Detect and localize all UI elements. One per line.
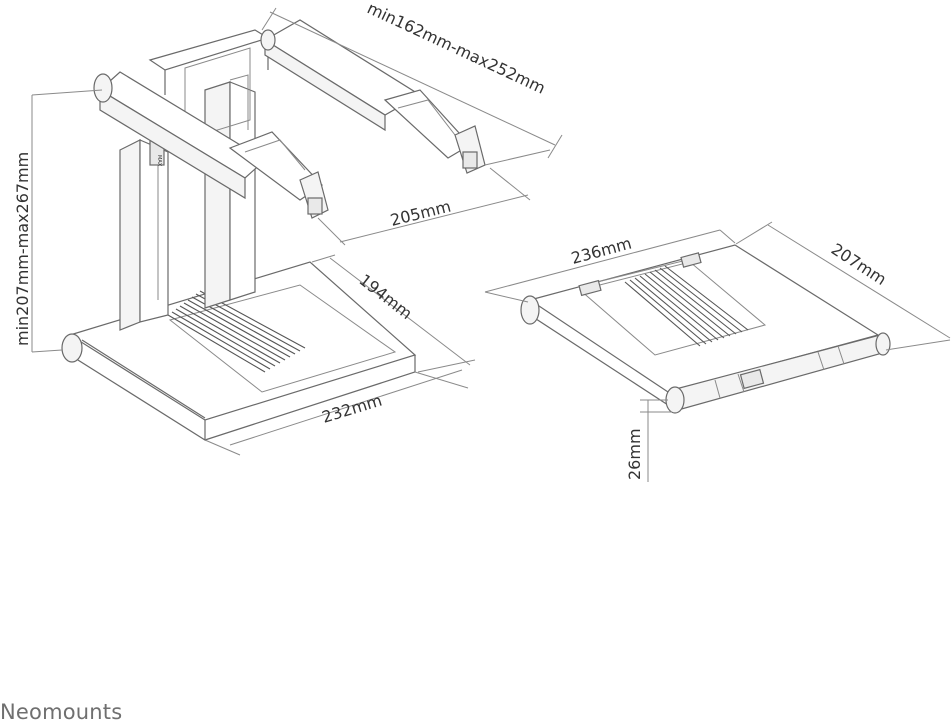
label-folded-width: 236mm [569,234,634,268]
open-stand-drawing [61,19,486,442]
folded-stand-dimension-lines [484,221,951,482]
label-height-range: min207mm-max267mm [13,152,32,346]
label-base-width: 232mm [320,391,385,427]
open-stand-dimension-lines [31,7,563,456]
label-holder-depth: 205mm [388,197,452,230]
max-mark: MAX [156,155,162,167]
label-folded-height: 26mm [625,428,644,480]
brand-logo: Neomounts [0,700,123,724]
folded-vents [624,265,749,347]
folded-stand-drawing [520,244,891,414]
